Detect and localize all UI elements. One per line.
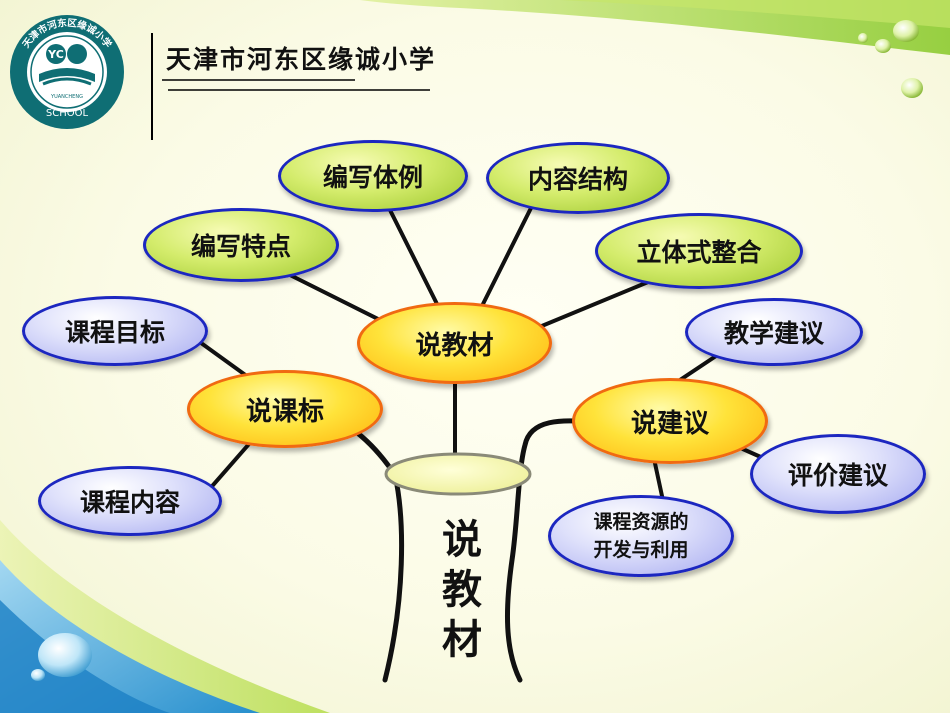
node-jiaoxue-jianyi: 教学建议 [685, 298, 863, 366]
node-bianxie-tili: 编写体例 [278, 140, 468, 212]
trunk-right [504, 418, 603, 683]
hub-shuo-jiaocai: 说教材 [357, 302, 552, 384]
node-bianxie-tedian: 编写特点 [143, 208, 339, 282]
logo-school-word: SCHOOL [46, 108, 89, 119]
hub-shuo-jianyi: 说建议 [572, 378, 768, 464]
node-liti-zhenghe: 立体式整合 [595, 213, 803, 289]
trunk-label: 说教材 [442, 517, 482, 663]
node-kecheng-ziyuan-line1: 课程资源的 [593, 511, 689, 533]
node-kecheng-ziyuan: 课程资源的 开发与利用 [548, 495, 734, 577]
school-logo: 天津市河东区缘诚小学 YC YUANCHENG SCHOOL [10, 15, 124, 129]
node-kecheng-mubiao: 课程目标 [22, 296, 208, 366]
water-drop [893, 20, 919, 42]
hub-shuo-kebiao: 说课标 [187, 370, 383, 448]
school-name: 天津市河东区缘诚小学 [166, 45, 437, 74]
trunk-left [297, 402, 405, 683]
logo-initials: YC [47, 48, 64, 61]
node-kecheng-neirong: 课程内容 [38, 466, 222, 536]
node-pingjia-jianyi: 评价建议 [750, 434, 926, 514]
trunk-top [384, 452, 532, 496]
node-kecheng-ziyuan-line2: 开发与利用 [593, 539, 689, 561]
water-drop [38, 633, 92, 677]
logo-pinyin: YUANCHENG [50, 94, 83, 100]
node-neirong-jiegou: 内容结构 [486, 142, 670, 214]
